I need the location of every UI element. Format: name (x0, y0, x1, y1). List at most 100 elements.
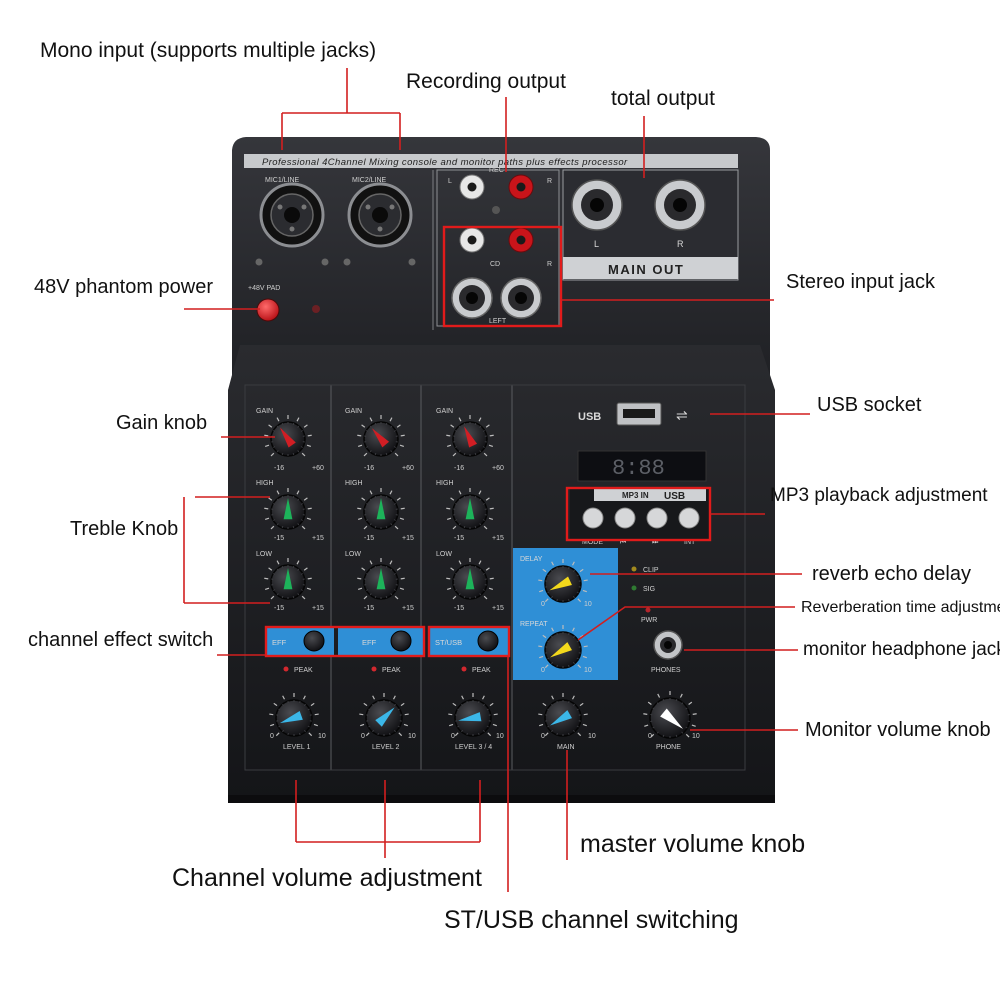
channel-3-labels: GAIN -16 +60 HIGH -15 +15 LOW -15 +15 0 … (436, 408, 504, 751)
xlr-combo-jack-1[interactable]: MIC1/LINE (259, 177, 325, 248)
mp3-int-button[interactable] (678, 507, 700, 529)
label-reverberation-time: Reverberation time adjustment (801, 599, 1000, 616)
eff-label-2: EFF (362, 638, 377, 647)
eff-label-1: EFF (272, 638, 287, 647)
level-2-label: LEVEL 2 (372, 744, 399, 751)
ch1-gain-knob[interactable] (264, 415, 312, 457)
eff-switch-1[interactable]: EFF (272, 630, 325, 652)
phones-label: PHONES (651, 667, 681, 674)
label-channel-volume: Channel volume adjustment (172, 864, 482, 892)
level-2-knob[interactable] (359, 693, 409, 737)
ch1-gain-min: -16 (274, 465, 284, 472)
level-3-knob[interactable] (448, 693, 498, 737)
ch1-low-knob[interactable] (264, 558, 312, 600)
ch2-low-label: LOW (345, 551, 361, 558)
ch2-high-knob[interactable] (357, 488, 405, 530)
headphone-jack[interactable]: PHONES (651, 630, 683, 674)
ch3-low-min: -15 (454, 605, 464, 612)
label-stereo-input: Stereo input jack (786, 271, 936, 293)
label-headphone-jack: monitor headphone jack (803, 639, 1000, 660)
main-out-jacks[interactable]: L R (571, 179, 706, 249)
main-out-l-label: L (594, 239, 599, 249)
main-label: MAIN (557, 744, 575, 751)
ch3-level-max: 10 (496, 733, 504, 740)
annotation-labels: Mono input (supports multiple jacks) Rec… (28, 39, 1000, 934)
main-min: 0 (541, 733, 545, 740)
ch1-gain-max: +60 (312, 465, 324, 472)
level-1-knob[interactable] (269, 693, 319, 737)
label-usb-socket: USB socket (817, 394, 922, 416)
phone-min: 0 (648, 733, 652, 740)
mp3-btn-mode: MODE (582, 539, 603, 546)
pwr-label: PWR (641, 617, 657, 624)
ch3-low-knob[interactable] (446, 558, 494, 600)
ch2-gain-knob[interactable] (357, 415, 405, 457)
label-mono-input: Mono input (supports multiple jacks) (40, 39, 376, 62)
ch3-high-min: -15 (454, 535, 464, 542)
delay-knob[interactable] (538, 559, 588, 603)
led-clip-label: CLIP (643, 567, 659, 574)
ch1-level-max: 10 (318, 733, 326, 740)
ch3-low-label: LOW (436, 551, 452, 558)
delay-min: 0 (541, 601, 545, 608)
mp3-next-button[interactable] (646, 507, 668, 529)
ch2-low-knob[interactable] (357, 558, 405, 600)
knobs (264, 415, 697, 739)
channel-2-labels: GAIN -16 +60 HIGH -15 +15 LOW -15 +15 0 … (345, 408, 416, 751)
ch1-low-label: LOW (256, 551, 272, 558)
ch1-low-min: -15 (274, 605, 284, 612)
xlr-combo-jack-2[interactable]: MIC2/LINE (347, 177, 413, 248)
peak-label-2: PEAK (382, 667, 401, 674)
mp3-btn-next: ⏭ (652, 539, 659, 546)
repeat-knob[interactable] (538, 625, 588, 669)
label-monitor-volume: Monitor volume knob (805, 719, 991, 741)
st-usb-label: ST/USB (435, 638, 462, 647)
usb-label: USB (578, 411, 601, 423)
stereo-input-jacks[interactable]: LEFT (451, 277, 542, 325)
phantom-power-button[interactable]: +48V PAD (248, 285, 280, 322)
ch3-level-min: 0 (451, 733, 455, 740)
ch3-high-label: HIGH (436, 480, 454, 487)
rca-rec-l: L (448, 178, 452, 185)
ch3-high-knob[interactable] (446, 488, 494, 530)
mp3-btn-prev: ⏮ (620, 539, 626, 546)
main-max: 10 (588, 733, 596, 740)
label-phantom-power: 48V phantom power (34, 276, 213, 298)
phone-max: 10 (692, 733, 700, 740)
ch2-level-max: 10 (408, 733, 416, 740)
mp3-prev-button[interactable] (614, 507, 636, 529)
label-master-volume: master volume knob (580, 830, 805, 858)
ch2-high-max: +15 (402, 535, 414, 542)
label-channel-effect-switch: channel effect switch (28, 629, 213, 651)
st-usb-switch[interactable]: ST/USB (435, 630, 499, 652)
label-gain-knob: Gain knob (116, 412, 207, 434)
rca-cd-r: R (547, 261, 552, 268)
rca-rec-r: R (547, 178, 552, 185)
repeat-min: 0 (541, 667, 545, 674)
rec-rca-outputs[interactable]: L REC R (448, 167, 552, 200)
phone-knob[interactable] (643, 691, 697, 739)
phantom-led (312, 305, 320, 313)
usb-socket[interactable] (616, 402, 662, 426)
mp3-label: MP3 IN (622, 491, 649, 500)
ch1-gain-label: GAIN (256, 408, 273, 415)
usb-symbol-icon: ⇌ (676, 407, 688, 423)
ch1-high-knob[interactable] (264, 488, 312, 530)
level-leds: CLIP SIG PWR (631, 566, 659, 624)
label-treble-knob: Treble Knob (70, 518, 178, 540)
delay-label: DELAY (520, 556, 543, 563)
ch2-high-min: -15 (364, 535, 374, 542)
cd-rca-inputs[interactable]: CD R (459, 227, 552, 268)
ch3-gain-knob[interactable] (446, 415, 494, 457)
eff-switch-2[interactable]: EFF (362, 630, 412, 652)
main-knob[interactable] (538, 693, 588, 737)
repeat-label: REPEAT (520, 621, 548, 628)
ch3-gain-min: -16 (454, 465, 464, 472)
ch1-high-min: -15 (274, 535, 284, 542)
left-label: LEFT (489, 318, 507, 325)
ch3-low-max: +15 (492, 605, 504, 612)
mp3-mode-button[interactable] (582, 507, 604, 529)
mic1-label: MIC1/LINE (265, 177, 300, 184)
ch1-low-max: +15 (312, 605, 324, 612)
